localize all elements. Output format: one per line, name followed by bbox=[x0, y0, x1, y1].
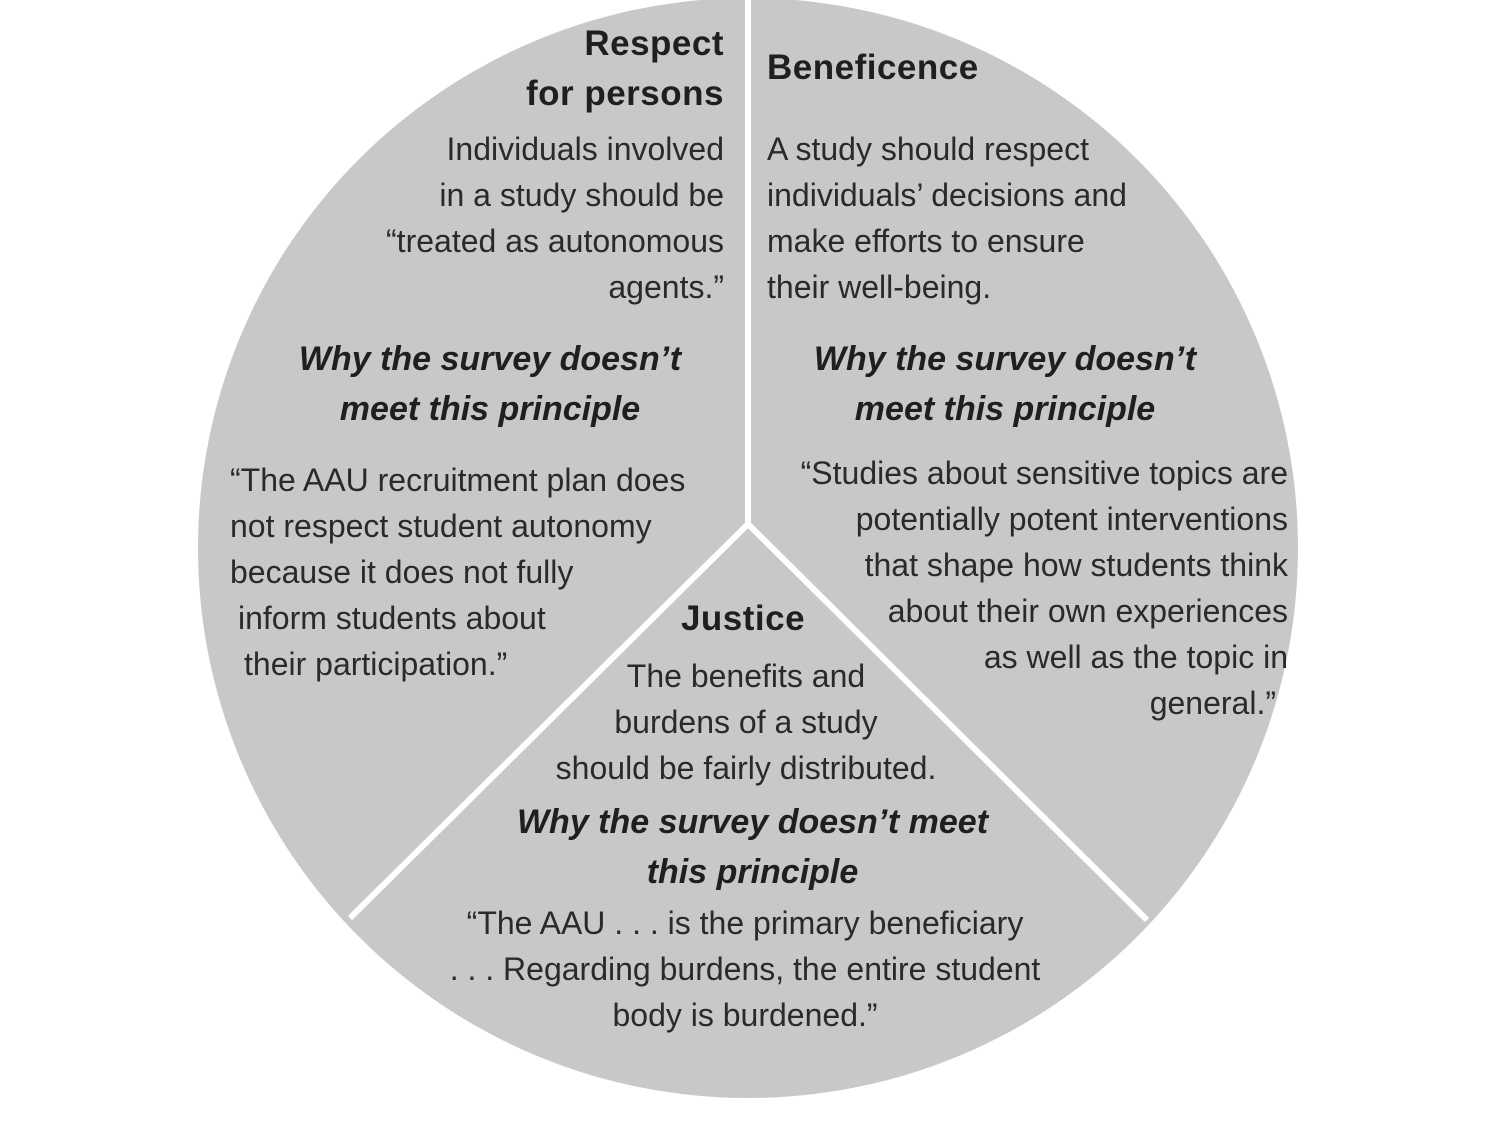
beneficence-why-line-1: Why the survey doesn’t bbox=[813, 340, 1197, 378]
beneficence-quote-line-2: potentially potent interventions bbox=[855, 501, 1288, 537]
beneficence-quote-line-6: general.” bbox=[1149, 685, 1276, 721]
respect-definition-line-2: in a study should be bbox=[439, 177, 724, 213]
justice-why-line-1: Why the survey doesn’t meet bbox=[516, 803, 989, 841]
respect-definition-line-3: “treated as autonomous bbox=[386, 223, 724, 259]
justice-quote-line-1: “The AAU . . . is the primary beneficiar… bbox=[466, 905, 1024, 941]
respect-definition-line-4: agents.” bbox=[608, 269, 724, 305]
respect-why-line-1: Why the survey doesn’t bbox=[298, 340, 682, 378]
beneficence-quote: “Studies about sensitive topics are pote… bbox=[801, 450, 1288, 726]
beneficence-quote-line-5: as well as the topic in bbox=[983, 639, 1288, 675]
respect-why-heading: Why the survey doesn’t meet this princip… bbox=[270, 334, 710, 434]
justice-definition: The benefits and burdens of a study shou… bbox=[496, 653, 996, 791]
respect-quote-line-3: because it does not fully bbox=[230, 554, 574, 590]
justice-quote-line-3: body is burdened.” bbox=[612, 997, 878, 1033]
justice-title: Justice bbox=[643, 594, 843, 644]
beneficence-quote-line-3: that shape how students think bbox=[864, 547, 1288, 583]
respect-definition: Individuals involved in a study should b… bbox=[386, 126, 724, 310]
divider-lower-right bbox=[745, 521, 1150, 923]
beneficence-title-line-1: Beneficence bbox=[767, 48, 979, 87]
respect-why-line-2: meet this principle bbox=[339, 390, 641, 428]
respect-quote-line-4: inform students about bbox=[238, 600, 546, 636]
beneficence-quote-line-4: about their own experiences bbox=[887, 593, 1288, 629]
justice-why-heading: Why the survey doesn’t meet this princip… bbox=[475, 797, 1030, 897]
justice-quote: “The AAU . . . is the primary beneficiar… bbox=[395, 900, 1095, 1038]
justice-definition-line-1: The benefits and bbox=[626, 658, 866, 694]
respect-title-line-2: for persons bbox=[525, 74, 724, 113]
beneficence-why-line-2: meet this principle bbox=[854, 390, 1156, 428]
beneficence-definition-line-3: make efforts to ensure bbox=[767, 223, 1085, 259]
respect-quote: “The AAU recruitment plan does not respe… bbox=[230, 457, 685, 687]
respect-title: Respect for persons bbox=[526, 19, 724, 119]
respect-quote-line-5: their participation.” bbox=[244, 646, 508, 682]
justice-definition-line-3: should be fairly distributed. bbox=[555, 750, 937, 786]
beneficence-why-heading: Why the survey doesn’t meet this princip… bbox=[780, 334, 1230, 434]
respect-quote-line-2: not respect student autonomy bbox=[230, 508, 652, 544]
pie-circle bbox=[198, 0, 1298, 1098]
justice-quote-line-2: . . . Regarding burdens, the entire stud… bbox=[449, 951, 1041, 987]
beneficence-definition-line-2: individuals’ decisions and bbox=[767, 177, 1127, 213]
justice-title-line-1: Justice bbox=[680, 599, 806, 638]
beneficence-title: Beneficence bbox=[767, 43, 979, 93]
beneficence-definition-line-4: their well-being. bbox=[767, 269, 992, 305]
beneficence-definition: A study should respect individuals’ deci… bbox=[767, 126, 1127, 310]
respect-title-line-1: Respect bbox=[584, 24, 724, 63]
respect-quote-line-1: “The AAU recruitment plan does bbox=[230, 462, 686, 498]
beneficence-quote-line-1: “Studies about sensitive topics are bbox=[800, 455, 1288, 491]
beneficence-definition-line-1: A study should respect bbox=[767, 131, 1089, 167]
justice-why-line-2: this principle bbox=[646, 853, 859, 891]
divider-lower-left bbox=[347, 521, 751, 921]
respect-definition-line-1: Individuals involved bbox=[446, 131, 725, 167]
justice-definition-line-2: burdens of a study bbox=[614, 704, 878, 740]
